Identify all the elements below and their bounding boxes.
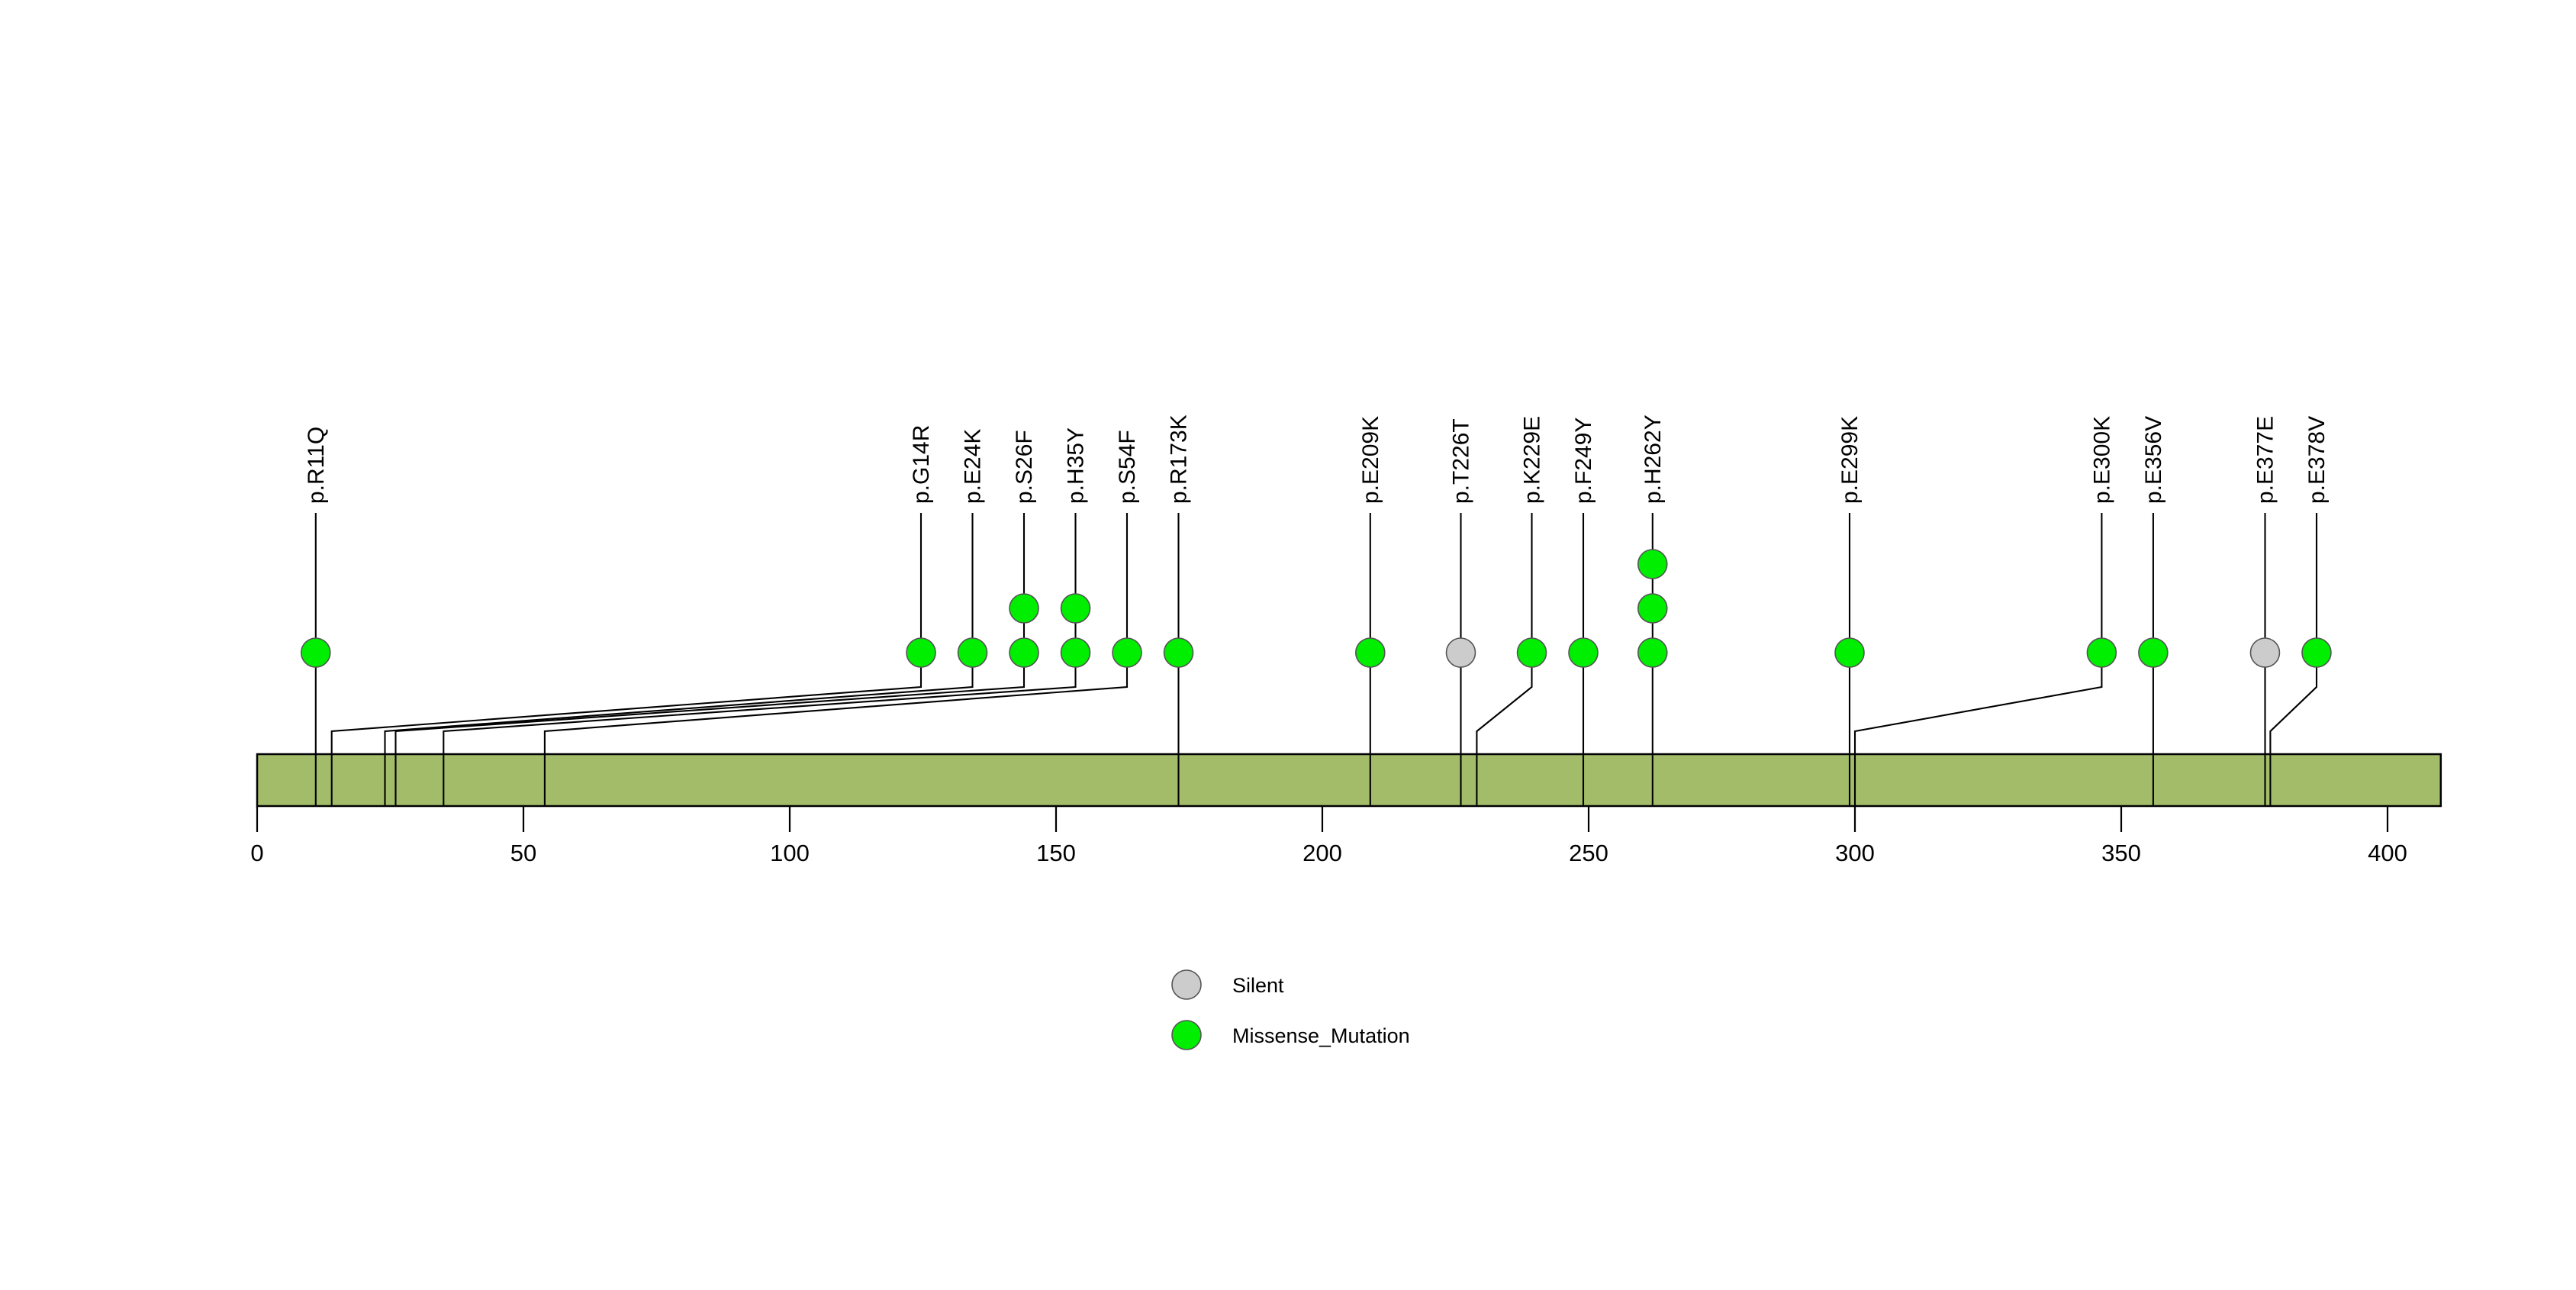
mutation-label: p.E300K [2089, 416, 2114, 504]
mutation-label: p.F249Y [1571, 418, 1596, 504]
x-axis-tick-label: 200 [1302, 840, 1342, 866]
mutation-stem [2269, 513, 2318, 806]
x-axis-tick-label: 100 [770, 840, 810, 866]
mutation-label: p.S54F [1115, 430, 1140, 504]
mutation-marker[interactable] [2249, 637, 2281, 668]
mutation-stem [543, 513, 1129, 806]
mutation-marker[interactable] [1060, 593, 1091, 624]
mutation-marker[interactable] [1568, 637, 1599, 668]
x-axis-tick-label: 150 [1036, 840, 1076, 866]
mutation-marker[interactable] [2138, 637, 2169, 668]
protein-domain-track [256, 753, 2442, 808]
mutation-marker[interactable] [1516, 637, 1547, 668]
mutation-stem [384, 513, 974, 806]
legend-label: Missense_Mutation [1232, 1024, 1410, 1047]
mutation-marker[interactable] [1060, 637, 1091, 668]
mutation-marker[interactable] [300, 637, 331, 668]
mutation-label: p.E356V [2141, 416, 2166, 504]
mutation-stem [1853, 513, 2103, 806]
mutation-marker[interactable] [1112, 637, 1142, 668]
mutation-label: p.E377E [2253, 416, 2278, 504]
x-axis-tick-label: 300 [1835, 840, 1875, 866]
mutation-label: p.E378V [2304, 416, 2330, 504]
mutation-marker[interactable] [1445, 637, 1476, 668]
x-axis-tick-label: 250 [1569, 840, 1608, 866]
mutation-marker[interactable] [1834, 637, 1865, 668]
x-axis-tick-label: 0 [250, 840, 263, 866]
protein-bar [256, 753, 2442, 808]
mutation-marker[interactable] [957, 637, 988, 668]
x-axis-tick-label: 350 [2101, 840, 2141, 866]
mutation-marker[interactable] [1355, 637, 1386, 668]
mutation-label: p.R11Q [304, 427, 329, 504]
mutation-marker[interactable] [1637, 593, 1668, 624]
mutation-label: p.H262Y [1641, 414, 1666, 504]
legend-label: Silent [1232, 974, 1284, 997]
x-axis-tick-label: 400 [2368, 840, 2407, 866]
mutation-markers [300, 549, 2332, 668]
mutation-marker[interactable] [2086, 637, 2117, 668]
mutation-label: p.H35Y [1064, 427, 1089, 504]
mutation-marker[interactable] [1009, 637, 1039, 668]
mutation-marker[interactable] [906, 637, 936, 668]
mutation-label: p.S26F [1012, 430, 1037, 504]
mutation-stem [1476, 513, 1533, 806]
legend-swatch-silent[interactable] [1171, 969, 1202, 1000]
mutation-stem [330, 513, 923, 806]
mutation-label: p.E299K [1837, 416, 1863, 504]
mutation-label: p.R173K [1167, 414, 1192, 504]
x-axis-tick-label: 50 [510, 840, 536, 866]
mutation-marker[interactable] [1009, 593, 1039, 624]
x-axis: 0 50 100 150 200 250 300 350 400 [250, 806, 2407, 866]
mutation-label: p.E209K [1358, 416, 1383, 504]
mutation-label: p.E24K [961, 429, 986, 504]
mutation-marker[interactable] [2301, 637, 2332, 668]
mutation-label: p.K229E [1520, 416, 1545, 504]
mutation-marker[interactable] [1163, 637, 1194, 668]
mutation-label: p.T226T [1449, 418, 1474, 504]
legend-swatch-missense_mutation[interactable] [1171, 1020, 1202, 1050]
mutation-marker[interactable] [1637, 549, 1668, 579]
mutation-labels: p.R11Q p.G14R p.E24K p.S26F p.H35Y p.S54F p.R1… [304, 414, 2330, 504]
mutation-marker[interactable] [1637, 637, 1668, 668]
mutation-label: p.G14R [909, 425, 934, 504]
